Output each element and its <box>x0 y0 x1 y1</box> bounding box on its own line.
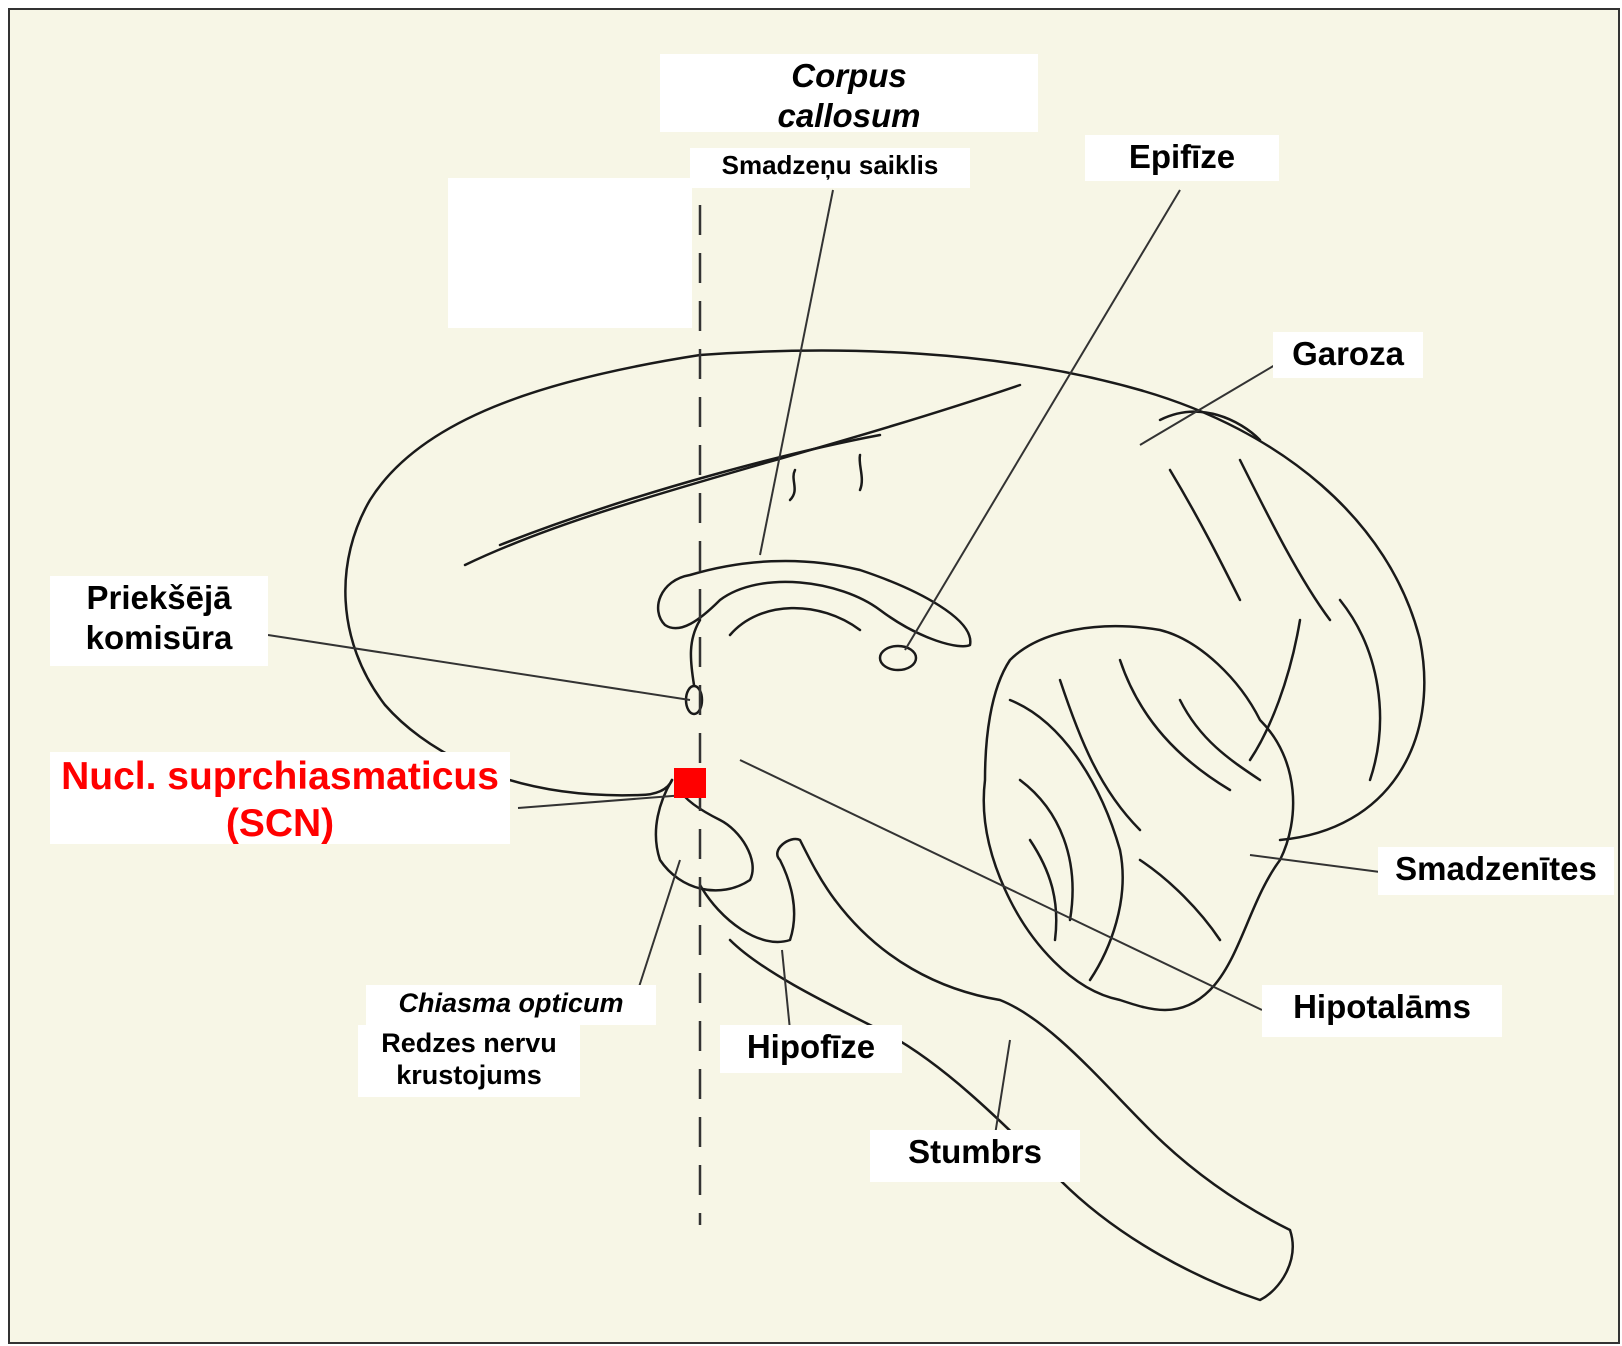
leader-epifize <box>905 190 1180 650</box>
stumbrs-label: Stumbrs <box>870 1130 1080 1182</box>
garoza-label: Garoza <box>1273 332 1423 378</box>
leader-garoza <box>1140 365 1275 445</box>
hipofize-label: Hipofīze <box>720 1025 902 1073</box>
leader-smadzenites <box>1250 855 1380 872</box>
leader-corpus-callosum <box>760 190 833 555</box>
cerebellum-outline <box>984 626 1293 1010</box>
corpus-callosum-latin-label: Corpus callosum <box>660 54 1038 132</box>
leader-komisura <box>268 635 690 700</box>
chiasma-opticum-latin-label: Chiasma opticum <box>366 985 656 1025</box>
leader-chiasma <box>638 860 680 990</box>
chiasma-lv-label: Redzes nervu krustojums <box>358 1025 580 1097</box>
blank-label-box <box>448 178 692 328</box>
leader-hipofize <box>782 950 790 1030</box>
brainstem-outline <box>730 900 1293 1300</box>
cingulate-sulcus <box>465 385 1020 565</box>
scn-label: Nucl. suprchiasmaticus (SCN) <box>50 752 510 844</box>
scn-marker <box>674 768 706 798</box>
leader-hipotalams <box>740 760 1262 1010</box>
epifize-label: Epifīze <box>1085 135 1279 181</box>
priekseja-komisura-label: Priekšējā komisūra <box>50 576 268 666</box>
corpus-callosum-lv-label: Smadzeņu saiklis <box>690 148 970 188</box>
smadzenites-label: Smadzenītes <box>1378 847 1614 895</box>
hipotalams-label: Hipotalāms <box>1262 985 1502 1037</box>
corpus-callosum <box>658 561 970 646</box>
leader-stumbrs <box>995 1040 1010 1135</box>
